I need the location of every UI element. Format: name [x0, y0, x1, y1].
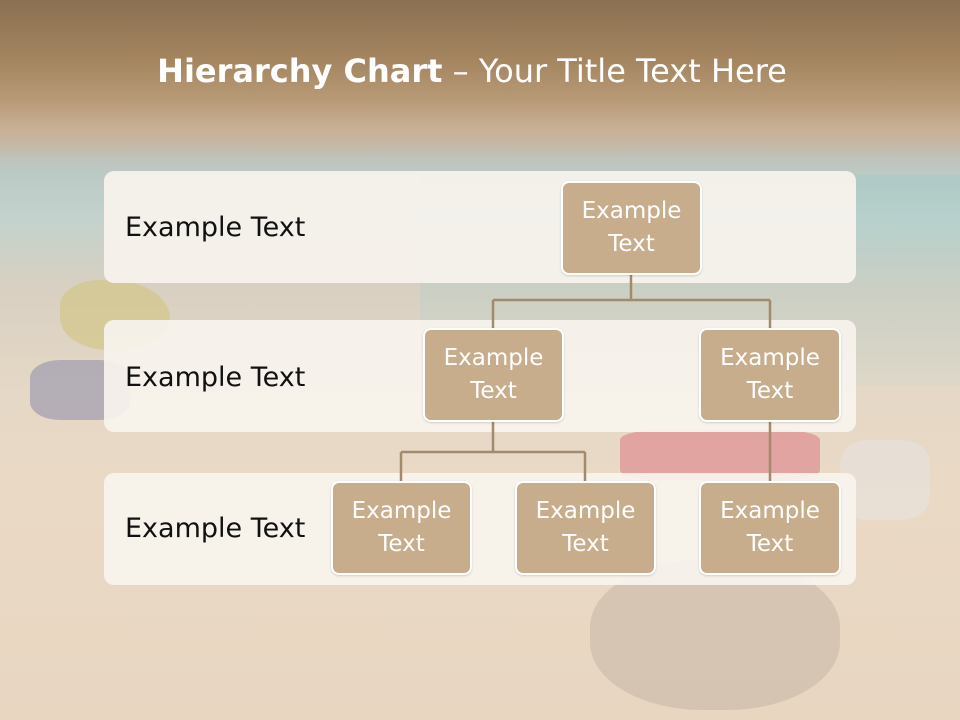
node-root-text: Example Text: [581, 198, 682, 257]
node-level2-right-text: Example Text: [720, 345, 820, 404]
node-level2-left-text: Example Text: [443, 345, 544, 404]
level-1-label: Example Text: [125, 212, 306, 243]
title-separator: –: [442, 52, 479, 90]
title-rest: Your Title Text Here: [478, 52, 787, 90]
title-bold: Hierarchy Chart: [157, 52, 443, 90]
hierarchy-level-1-band: [104, 171, 856, 283]
node-root[interactable]: Example Text: [561, 181, 702, 275]
node-level2-right[interactable]: Example Text: [699, 328, 841, 422]
node-level3-middle-text: Example Text: [535, 498, 636, 557]
node-level3-middle[interactable]: Example Text: [515, 481, 656, 575]
level-3-label: Example Text: [125, 513, 306, 544]
node-level3-left[interactable]: Example Text: [331, 481, 472, 575]
jet-ski-red-decoration: [620, 430, 820, 480]
jet-ski-shadow-decoration: [590, 560, 840, 710]
node-level3-left-text: Example Text: [351, 498, 452, 557]
slide-title: Hierarchy Chart – Your Title Text Here: [0, 52, 944, 90]
node-level2-left[interactable]: Example Text: [423, 328, 564, 422]
node-level3-right-text: Example Text: [720, 498, 820, 557]
level-2-label: Example Text: [125, 362, 306, 393]
node-level3-right[interactable]: Example Text: [699, 481, 841, 575]
